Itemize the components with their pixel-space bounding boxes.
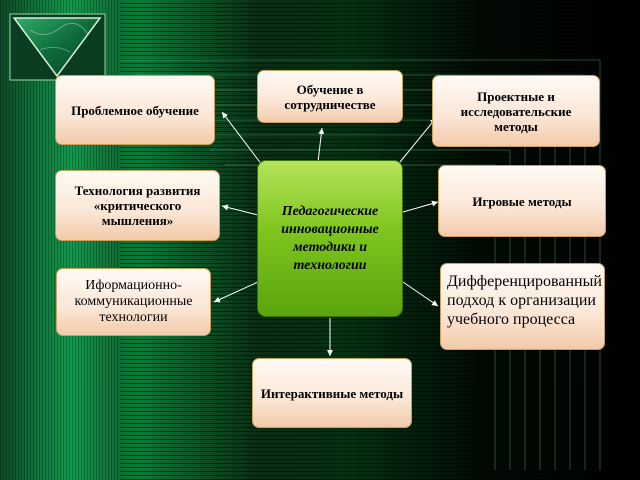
arrow-to-project	[399, 117, 437, 163]
node-games-label: Игровые методы	[472, 193, 572, 209]
green-marble-triangle-icon	[9, 13, 106, 81]
node-cooperation: Обучение в сотрудничестве	[257, 70, 403, 123]
node-critical-label: Технология развития «критического мышлен…	[74, 183, 201, 228]
arrow-to-cooperation	[317, 127, 325, 163]
arrow-to-games	[402, 200, 439, 213]
node-project: Проектные и исследовательские методы	[432, 75, 600, 147]
arrow-to-ict	[213, 281, 259, 303]
center-node: Педагогические инновационные методики и …	[257, 160, 403, 317]
node-ict-label: Иформационно-коммуникационные технологии	[74, 278, 193, 325]
arrow-to-critical	[221, 204, 259, 216]
arrow-to-differentiated	[402, 281, 439, 307]
center-node-label: Педагогические инновационные методики и …	[281, 203, 379, 273]
node-problem: Проблемное обучение	[55, 75, 215, 145]
node-differentiated: Дифференцированный подход к организации …	[440, 263, 605, 350]
node-critical: Технология развития «критического мышлен…	[55, 170, 220, 241]
node-differentiated-label: Дифференцированный подход к организации …	[447, 273, 602, 328]
node-ict: Иформационно-коммуникационные технологии	[56, 268, 211, 336]
node-problem-label: Проблемное обучение	[71, 102, 199, 118]
node-interactive: Интерактивные методы	[252, 358, 412, 428]
node-interactive-label: Интерактивные методы	[260, 385, 404, 401]
node-project-label: Проектные и исследовательские методы	[460, 88, 572, 134]
node-cooperation-label: Обучение в сотрудничестве	[284, 81, 376, 112]
arrow-to-problem	[221, 111, 263, 166]
node-games: Игровые методы	[438, 165, 606, 237]
